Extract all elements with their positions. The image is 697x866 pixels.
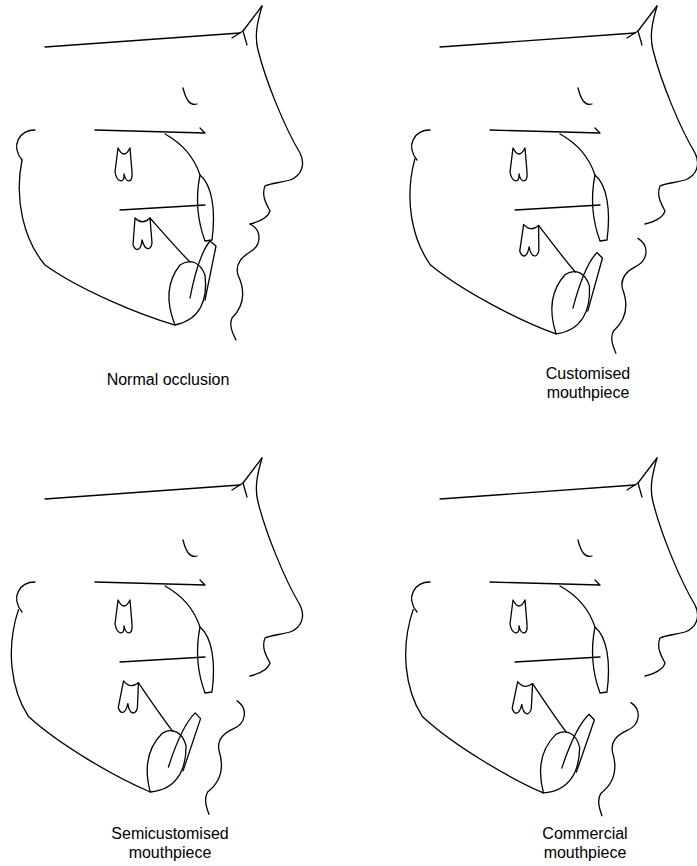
commercial-tracing xyxy=(387,458,697,819)
panel-caption: Semicustomised mouthpiece xyxy=(105,824,235,862)
panel-caption: Commercial mouthpiece xyxy=(530,824,640,862)
panel-caption: Customised mouthpiece xyxy=(533,364,643,402)
normal-tracing xyxy=(17,6,303,340)
panel-caption: Normal occlusion xyxy=(78,370,258,389)
customised-tracing xyxy=(400,6,697,355)
semicustomised-tracing xyxy=(0,458,303,817)
